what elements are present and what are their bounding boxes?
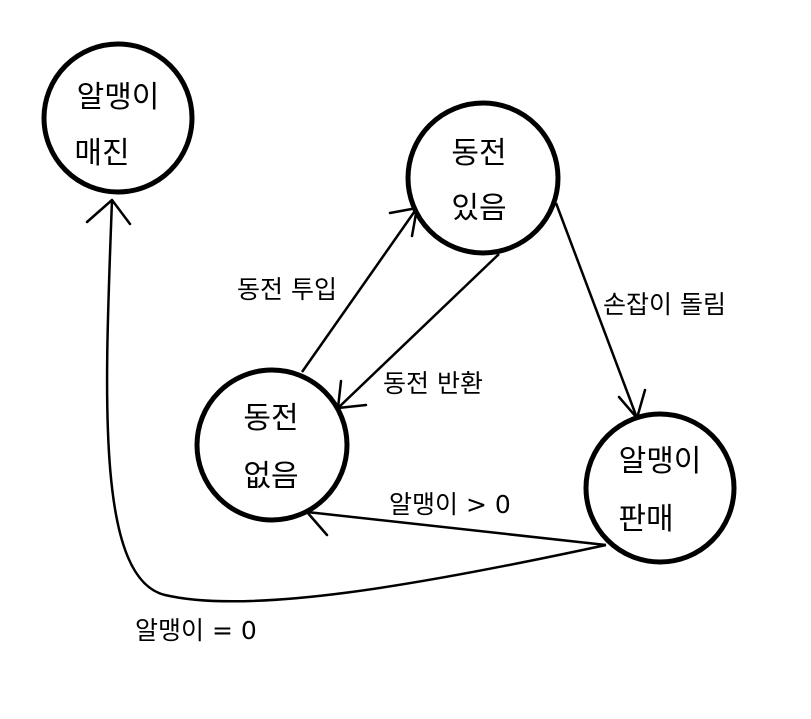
state-has-coin-line2: 있음: [451, 191, 506, 226]
arrowhead-gumballs-eq-0: [85, 198, 132, 226]
state-sold-out-circle: [41, 41, 195, 195]
state-has-coin: 동전 있음: [405, 100, 561, 256]
edge-gumballs-gt-0: [306, 510, 607, 547]
state-no-coin-line2: 없음: [243, 459, 298, 494]
state-sold-line1: 알맹이: [619, 444, 702, 479]
state-no-coin-circle: [194, 367, 350, 523]
label-insert-coin: 동전 투입: [237, 275, 337, 304]
edge-turn-crank: [554, 202, 639, 419]
state-sold-out-line1: 알맹이: [77, 80, 160, 115]
label-turn-crank: 손잡이 돌림: [603, 290, 726, 319]
label-gumballs-gt-0: 알맹이 > 0: [389, 490, 511, 519]
state-sold: 알맹이 판매: [583, 411, 737, 565]
edge-eject-coin: [337, 253, 500, 409]
edge-insert-coin: [300, 207, 419, 373]
state-no-coin-line1: 동전: [243, 401, 298, 436]
edge-gumballs-eq-0: [105, 199, 607, 603]
label-gumballs-eq-0: 알맹이 = 0: [135, 616, 257, 645]
label-eject-coin: 동전 반환: [383, 369, 483, 398]
state-sold-out-line2: 매진: [74, 136, 129, 171]
state-sold-out: 알맹이 매진: [41, 41, 195, 195]
state-has-coin-line1: 동전: [451, 136, 506, 171]
state-sold-circle: [583, 411, 737, 565]
state-sold-line2: 판매: [618, 502, 673, 537]
state-has-coin-circle: [405, 100, 561, 256]
state-no-coin: 동전 없음: [194, 367, 350, 523]
edges: [85, 198, 647, 603]
transition-labels: 동전 투입 동전 반환 손잡이 돌림 알맹이 > 0 알맹이 = 0: [135, 275, 726, 645]
